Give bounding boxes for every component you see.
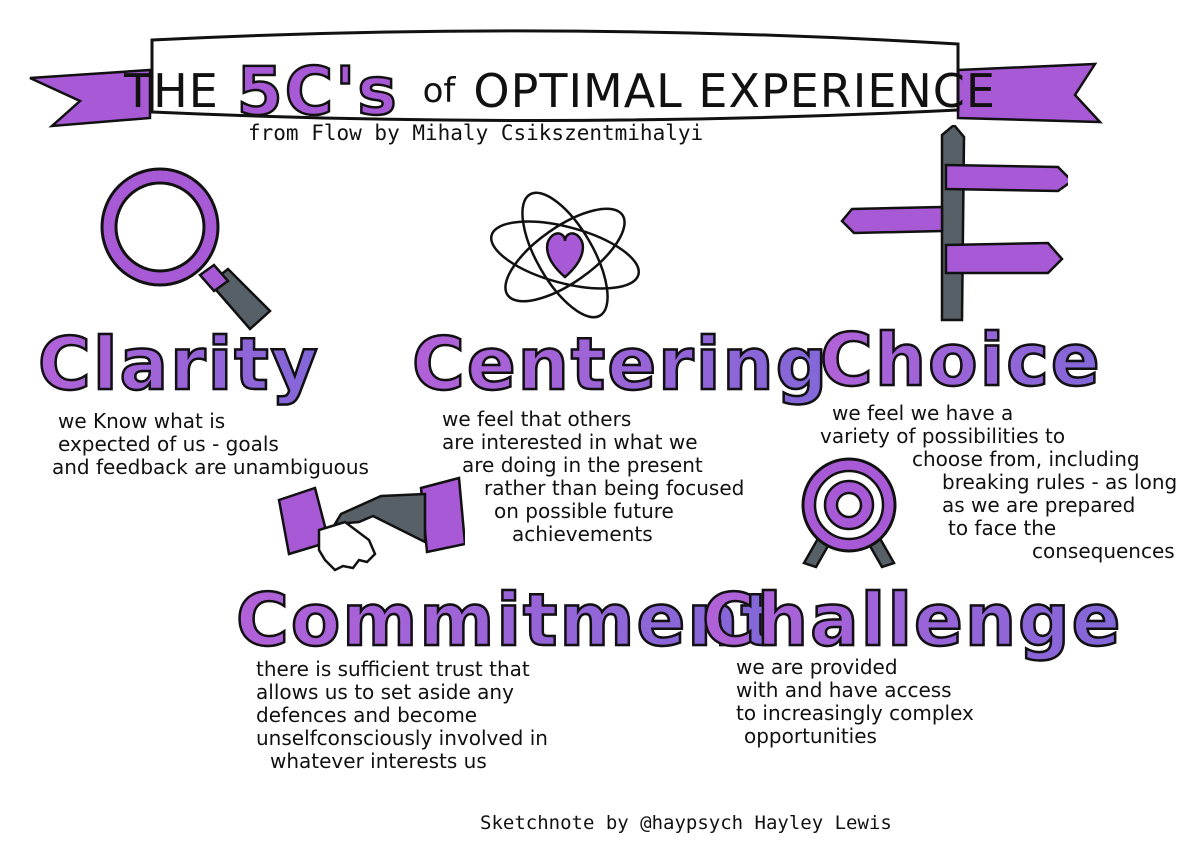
- credit-text: Sketchnote by @haypsych Hayley Lewis: [480, 812, 892, 834]
- text-line: with and have access: [736, 678, 952, 702]
- text-line: unselfconsciously involved in: [256, 726, 548, 750]
- heading-choice: Choice: [819, 317, 1102, 404]
- page-title: THE 5C's of OPTIMAL EXPERIENCE: [124, 46, 995, 136]
- heading-commitment: Commitment: [235, 577, 777, 664]
- text-line: expected of us - goals: [58, 432, 279, 456]
- target-icon: [801, 457, 897, 569]
- title-rest: OPTIMAL EXPERIENCE: [473, 64, 996, 118]
- text-line: breaking rules - as long: [942, 470, 1178, 494]
- atom-heart-icon: [489, 191, 641, 319]
- text-line: to face the: [948, 516, 1057, 540]
- title-five-cs: 5C's: [236, 51, 399, 131]
- text-line: are interested in what we: [442, 430, 698, 454]
- heading-challenge: Challenge: [701, 577, 1123, 664]
- text-line: we are provided: [736, 655, 898, 679]
- magnifying-glass-icon: [100, 167, 272, 331]
- text-line: choose from, including: [912, 447, 1140, 471]
- text-line: variety of possibilities to: [820, 424, 1066, 448]
- text-line: we Know what is: [58, 409, 226, 433]
- text-line: to increasingly complex: [736, 701, 974, 725]
- commitment-description: there is sufficient trust that allows us…: [256, 658, 548, 773]
- text-line: on possible future: [494, 499, 674, 523]
- text-line: rather than being focused: [484, 476, 745, 500]
- choice-description: we feel we have a variety of possibiliti…: [820, 401, 1178, 563]
- text-line: consequences: [1032, 539, 1175, 563]
- text-line: whatever interests us: [270, 749, 487, 773]
- text-line: are doing in the present: [462, 453, 703, 477]
- text-line: defences and become: [256, 703, 478, 727]
- centering-description: we feel that others are interested in wh…: [442, 408, 744, 546]
- text-line: we feel that others: [442, 407, 632, 431]
- clarity-description: we Know what is expected of us - goals a…: [52, 409, 369, 479]
- text-line: achievements: [512, 522, 653, 546]
- heading-centering: Centering: [411, 321, 830, 408]
- text-line: opportunities: [744, 724, 877, 748]
- title-of: of: [422, 71, 456, 111]
- text-line: and feedback are unambiguous: [52, 455, 369, 479]
- text-line: there is sufficient trust that: [256, 657, 530, 681]
- subtitle: from Flow by Mihaly Csikszentmihalyi: [248, 121, 704, 145]
- text-line: allows us to set aside any: [256, 680, 514, 704]
- title-the: THE: [124, 64, 219, 118]
- text-line: as we are prepared: [942, 493, 1136, 517]
- challenge-description: we are provided with and have access to …: [736, 656, 974, 748]
- heading-clarity: Clarity: [37, 321, 320, 408]
- signpost-icon: [840, 125, 1068, 322]
- text-line: we feel we have a: [832, 401, 1014, 425]
- handshake-icon: [277, 476, 465, 572]
